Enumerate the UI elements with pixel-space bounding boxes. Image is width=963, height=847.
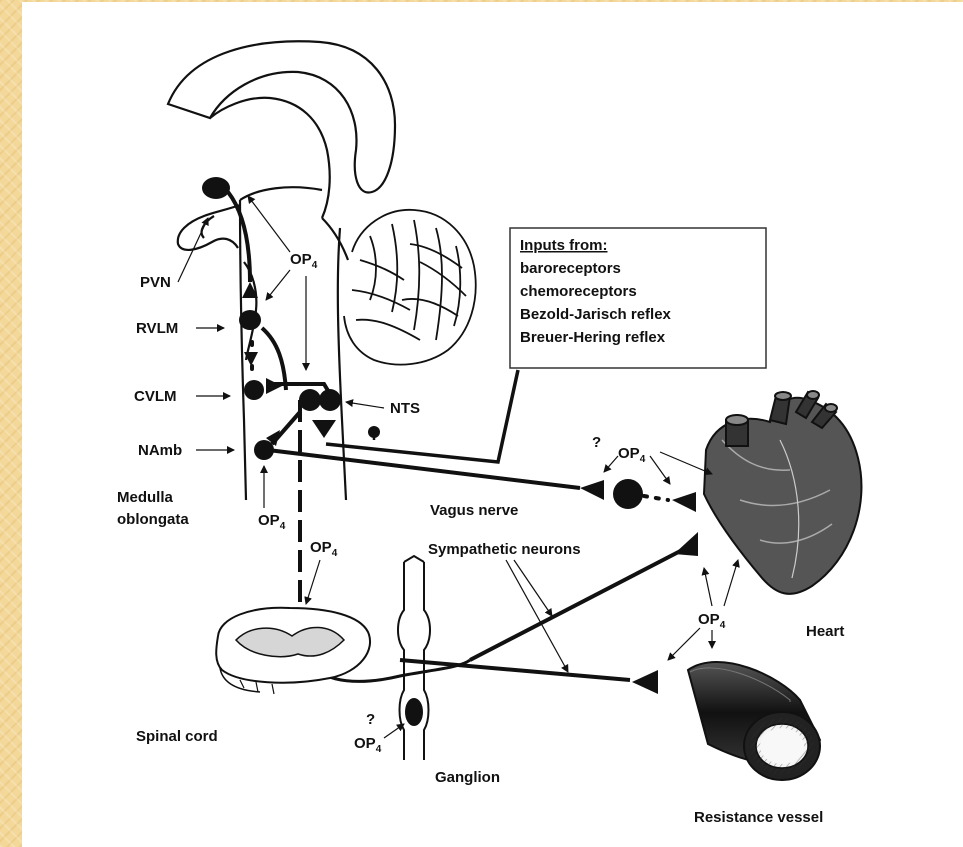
label-rvlm: RVLM <box>136 320 178 337</box>
terminal-heart-symp <box>674 532 698 556</box>
inputs-item-1: baroreceptors <box>520 260 621 277</box>
op4-vagal: OP4 <box>618 445 646 465</box>
op4-upper: OP4 <box>290 251 318 271</box>
rvlm-neuron <box>239 310 261 330</box>
nts-neuron-1 <box>299 389 321 411</box>
label-sympathetic-neurons: Sympathetic neurons <box>428 541 581 558</box>
cvlm-neuron <box>244 380 264 400</box>
label-resistance-vessel: Resistance vessel <box>694 809 823 826</box>
label-vagus-nerve: Vagus nerve <box>430 502 518 519</box>
resistance-vessel <box>688 662 820 780</box>
inputs-box: Inputs from: baroreceptors chemoreceptor… <box>510 228 766 368</box>
terminal-vagus <box>580 480 604 500</box>
inputs-box-title: Inputs from: <box>520 237 608 254</box>
op4-heart-vessel: OP4 <box>698 611 726 631</box>
terminal-nts <box>312 420 336 438</box>
heart <box>704 391 861 594</box>
nts-neuron-2 <box>319 389 341 411</box>
op4-ganglion: OP4 <box>354 735 382 755</box>
terminal-vessel <box>632 670 658 694</box>
label-heart: Heart <box>806 623 844 640</box>
sympathetic-chain <box>398 556 430 760</box>
label-pvn: PVN <box>140 274 171 291</box>
namb-neuron <box>254 440 274 460</box>
op4-spinal: OP4 <box>310 539 338 559</box>
label-cvlm: CVLM <box>134 388 177 405</box>
inputs-item-2: chemoreceptors <box>520 283 637 300</box>
question-mark-ganglion: ? <box>366 711 375 728</box>
label-nts: NTS <box>390 400 420 417</box>
label-namb: NAmb <box>138 442 182 459</box>
terminal-cvlm <box>266 378 282 394</box>
label-spinal-cord: Spinal cord <box>136 728 218 745</box>
label-medulla-1: Medulla <box>117 489 173 506</box>
label-medulla-2: oblongata <box>117 511 189 528</box>
inputs-item-4: Breuer-Hering reflex <box>520 329 666 346</box>
op4-medulla: OP4 <box>258 512 286 532</box>
pvn-neuron <box>202 177 230 199</box>
nts-input-knob <box>368 426 380 438</box>
vagal-ganglion-neuron <box>613 479 643 509</box>
inputs-item-3: Bezold-Jarisch reflex <box>520 306 672 323</box>
question-mark-vagal: ? <box>592 434 601 451</box>
terminal-heart-vagal <box>672 492 696 512</box>
cerebellum <box>344 210 476 365</box>
label-ganglion: Ganglion <box>435 769 500 786</box>
